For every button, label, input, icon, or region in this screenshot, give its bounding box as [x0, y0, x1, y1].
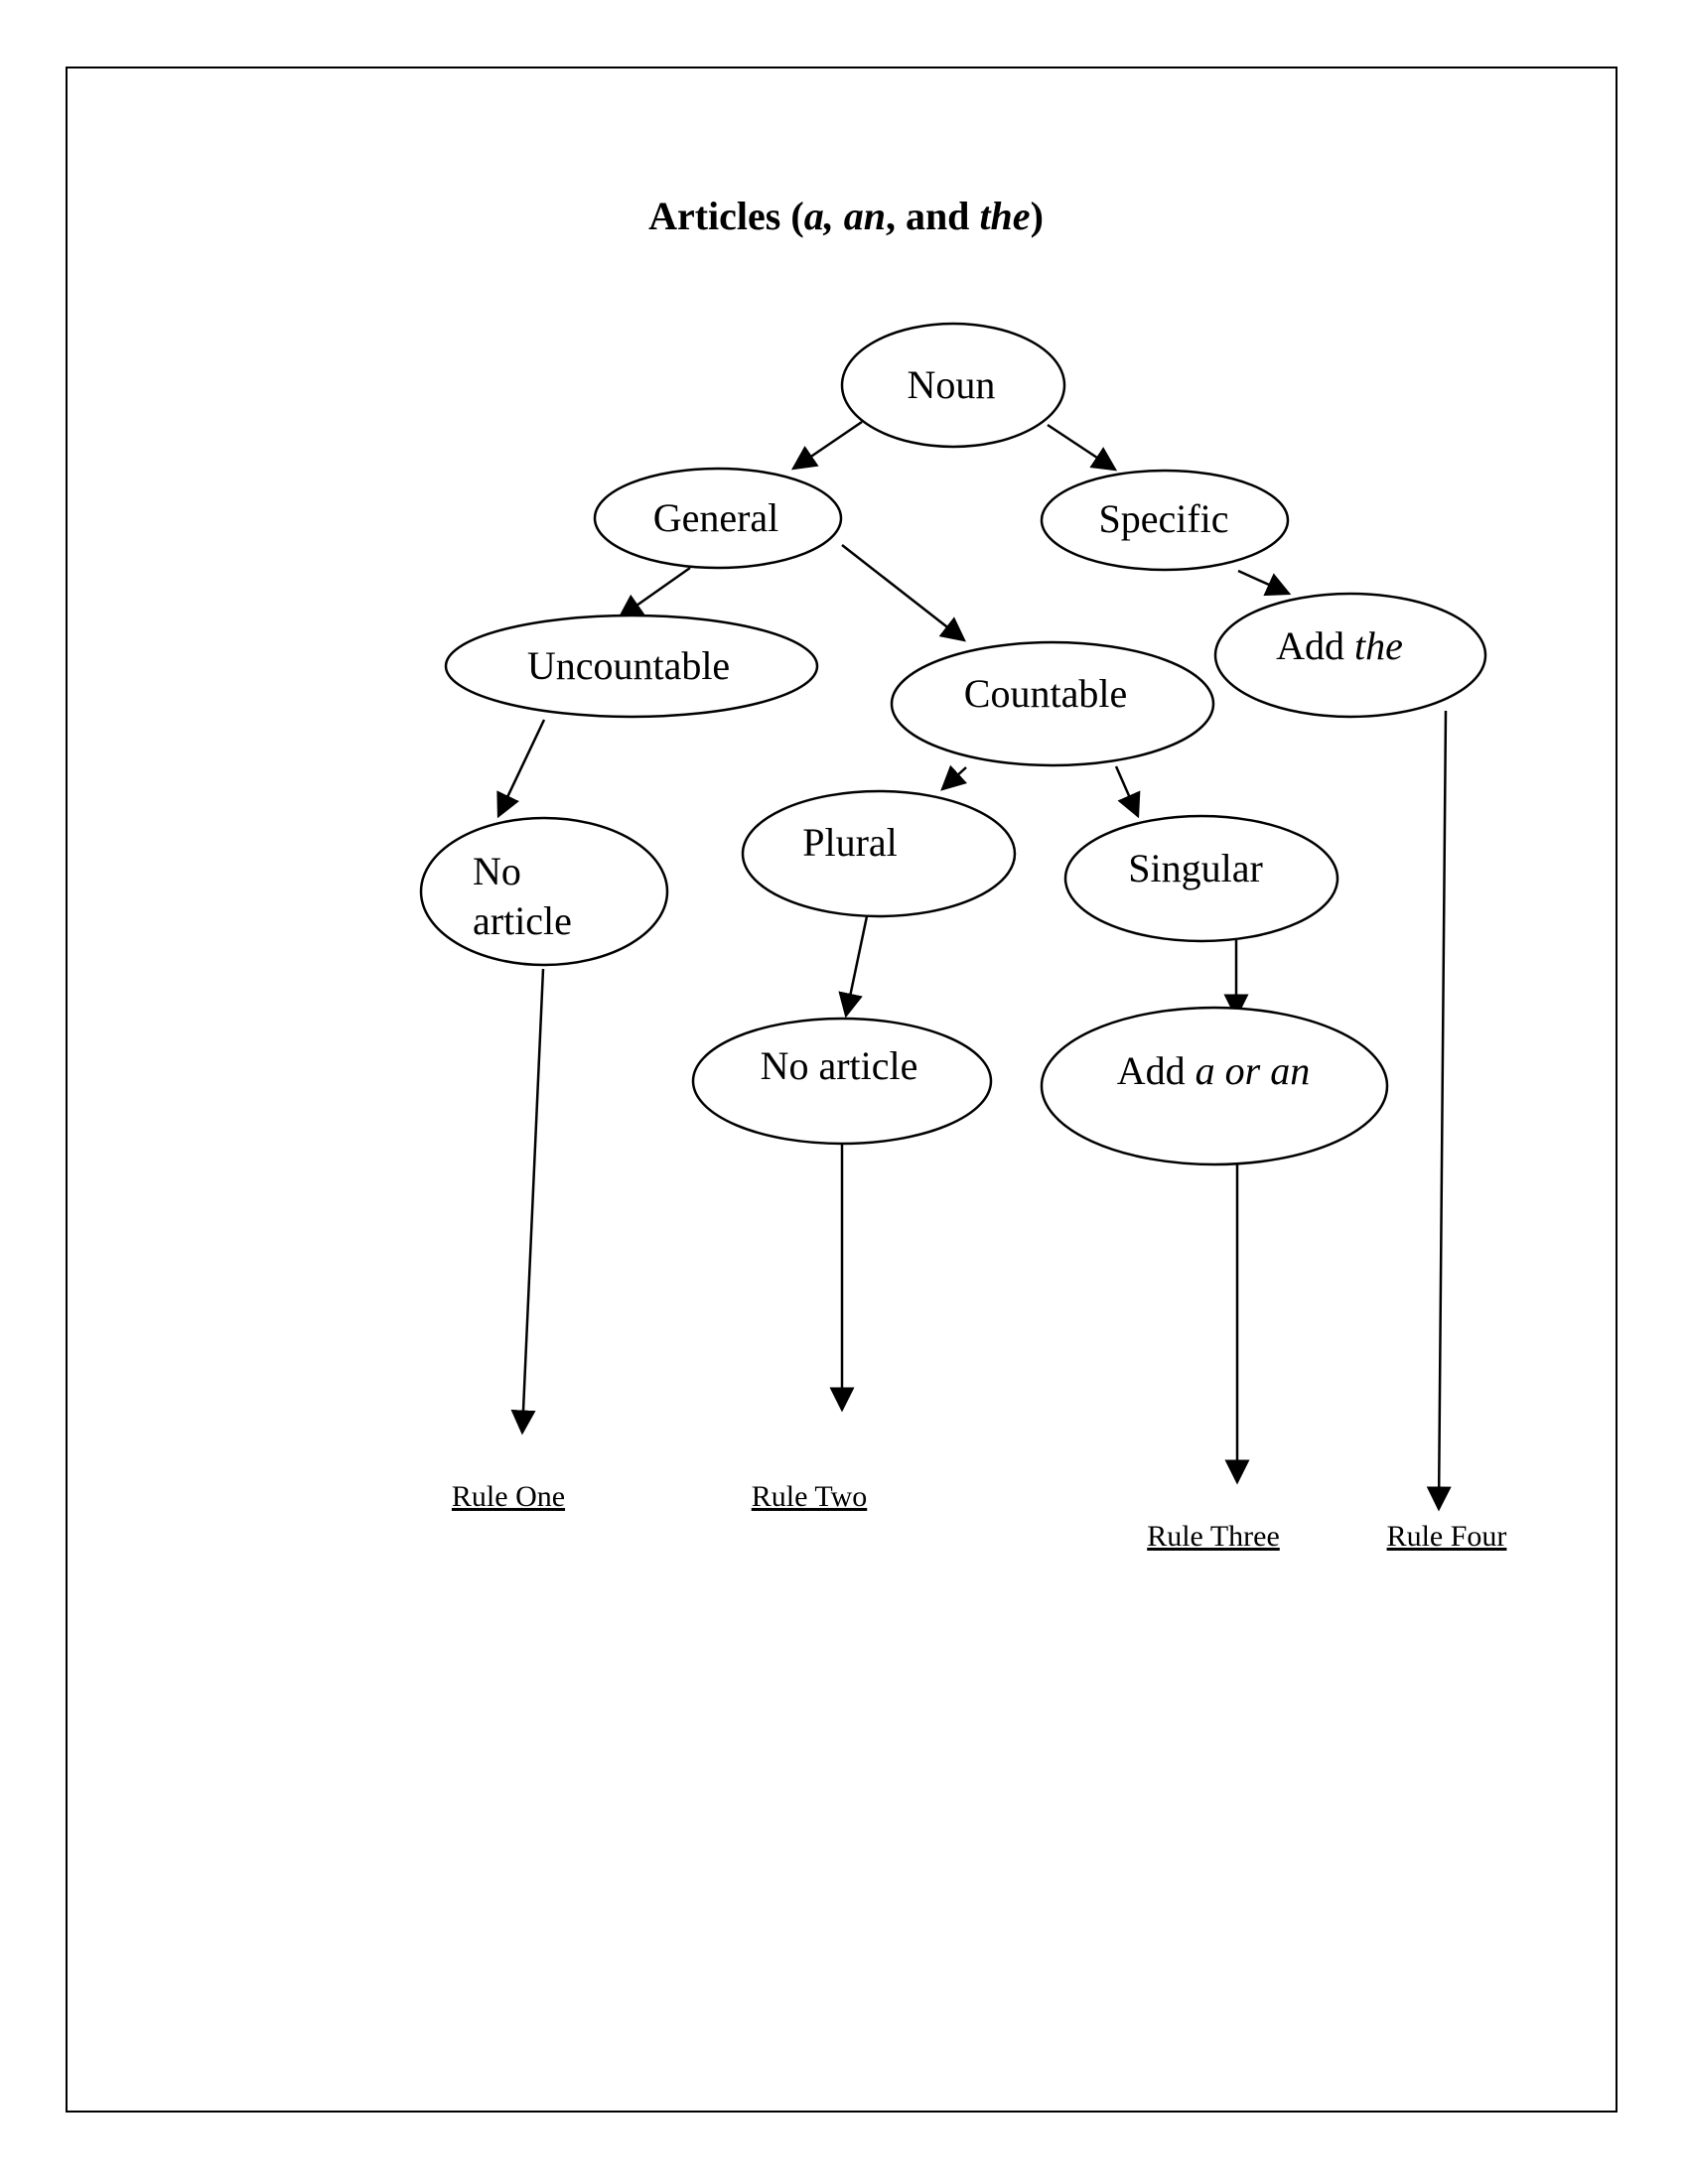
node-specific: Specific: [1040, 469, 1290, 572]
node-general-label: General: [653, 495, 779, 540]
title-article-the: the: [979, 194, 1031, 238]
node-plural: Plural: [741, 789, 1017, 918]
node-plural-label: Plural: [802, 820, 898, 865]
rule-one-label: Rule One: [452, 1480, 565, 1513]
node-noun: Noun: [840, 322, 1066, 449]
node-countable-label: Countable: [964, 671, 1127, 716]
rule-four-label: Rule Four: [1387, 1520, 1507, 1553]
edge-general-countable: [841, 544, 966, 642]
node-add-a-or-an-label: Add a or an: [1117, 1048, 1310, 1093]
node-no-article-uncountable-line2: article: [473, 898, 572, 943]
node-noun-label: Noun: [908, 362, 996, 407]
page-border: [66, 67, 1618, 2113]
edge-add-the-rule-four: [1426, 710, 1452, 1512]
node-add-the-label: Add the: [1276, 623, 1403, 668]
edge-uncountable-no-article: [496, 719, 546, 819]
node-singular: Singular: [1063, 814, 1339, 943]
node-countable: Countable: [890, 640, 1215, 767]
rule-two-label: Rule Two: [752, 1480, 868, 1513]
node-no-article-uncountable-line1: No: [473, 849, 521, 893]
node-uncountable: Uncountable: [444, 614, 819, 719]
edge-countable-singular: [1114, 765, 1141, 819]
node-no-article-plural: No article: [691, 1017, 993, 1146]
node-add-the: Add the: [1213, 592, 1487, 719]
edge-no-article-rule-one: [510, 968, 545, 1435]
node-uncountable-label: Uncountable: [527, 643, 730, 688]
edge-noun-general: [790, 420, 863, 471]
edge-general-uncountable: [617, 566, 691, 619]
edge-specific-add-the: [1237, 569, 1292, 597]
page-title: Articles (a, an, and the): [0, 197, 1688, 236]
rule-three-label: Rule Three: [1147, 1520, 1280, 1553]
node-singular-label: Singular: [1128, 846, 1263, 890]
node-no-article-uncountable: No article: [419, 816, 669, 967]
title-close-paren: ): [1030, 194, 1044, 238]
edge-countable-plural: [940, 764, 968, 791]
node-general: General: [593, 467, 843, 570]
edge-noun-specific: [1047, 423, 1118, 472]
node-no-article-plural-label: No article: [761, 1043, 918, 1088]
title-text: Articles (: [648, 194, 804, 238]
node-add-a-or-an: Add a or an: [1040, 1006, 1389, 1166]
node-specific-label: Specific: [1098, 496, 1228, 541]
title-articles-a-an: a, an: [803, 194, 886, 238]
edge-plural-no-article: [838, 915, 869, 1019]
title-text-and: , and: [885, 194, 980, 238]
